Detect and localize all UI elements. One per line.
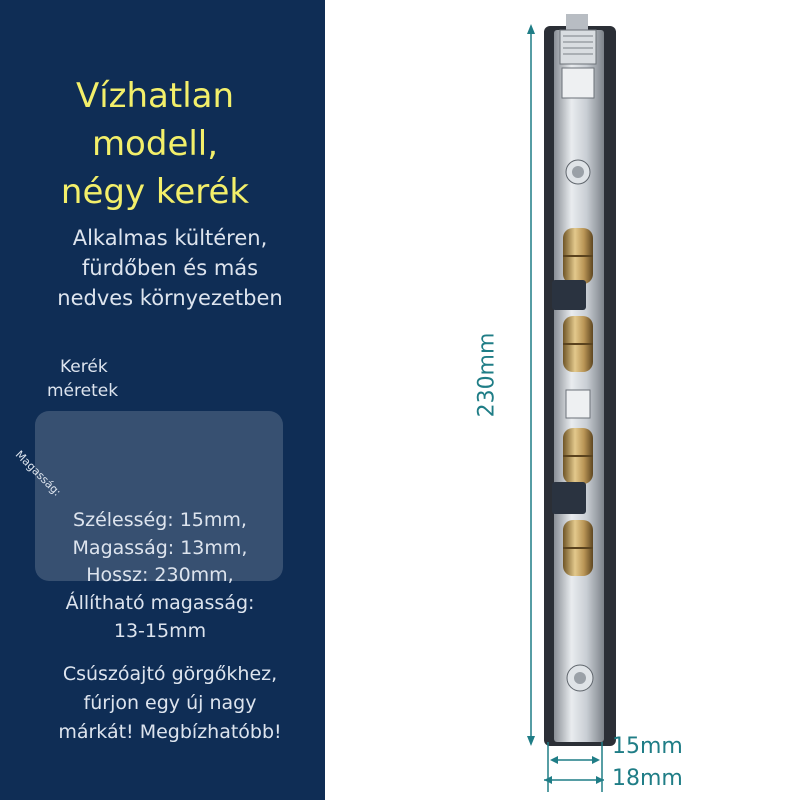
- left-info-panel: Vízhatlan modell, négy kerék Alkalmas kü…: [0, 0, 325, 800]
- wheel-label-line-2: méretek: [47, 381, 119, 401]
- cta-line-2: fúrjon egy új nagy: [83, 692, 257, 714]
- wheel-bracket-1: [552, 280, 586, 310]
- cta-line-1: Csúszóajtó görgőkhez,: [62, 663, 278, 685]
- middle-plate: [565, 389, 591, 419]
- spec-length: Hossz: 230mm,: [86, 564, 234, 586]
- spec-height: Magasság: 13mm,: [72, 537, 248, 559]
- wheel-3: [563, 428, 593, 484]
- wheel-4: [563, 520, 593, 576]
- wheel-bracket-2: [552, 482, 586, 514]
- top-adjust-screw: [559, 14, 597, 99]
- lower-bolt-icon: [566, 664, 594, 692]
- headline-line-3: négy kerék: [60, 172, 250, 212]
- outer-width-dimension-line: [544, 776, 604, 784]
- spec-card: [35, 411, 283, 581]
- wheel-label-line-1: Kerék: [60, 357, 108, 377]
- cta-line-3: márkát! Megbízhatóbb!: [58, 721, 282, 743]
- length-dimension-line: [527, 24, 535, 746]
- subtitle-line-2: fürdőben és más: [81, 256, 259, 280]
- upper-bolt-icon: [565, 159, 591, 185]
- headline-line-2: modell,: [91, 124, 219, 164]
- outer-width-label: 18mm: [612, 766, 683, 791]
- subtitle-line-1: Alkalmas kültéren,: [72, 226, 268, 250]
- headline-line-1: Vízhatlan: [75, 76, 235, 116]
- inner-width-dimension-line: [547, 742, 603, 792]
- inner-width-label: 15mm: [612, 734, 683, 759]
- wheel-2: [563, 316, 593, 372]
- wheel-1: [563, 228, 593, 284]
- subtitle-line-3: nedves környezetben: [57, 286, 283, 310]
- length-dimension-label: 230mm: [474, 332, 500, 418]
- spec-width: Szélesség: 15mm,: [73, 509, 247, 531]
- spec-adjustable: Állítható magasság:: [65, 592, 255, 614]
- metal-body: [554, 30, 604, 742]
- spec-adjustable-range: 13-15mm: [113, 620, 207, 642]
